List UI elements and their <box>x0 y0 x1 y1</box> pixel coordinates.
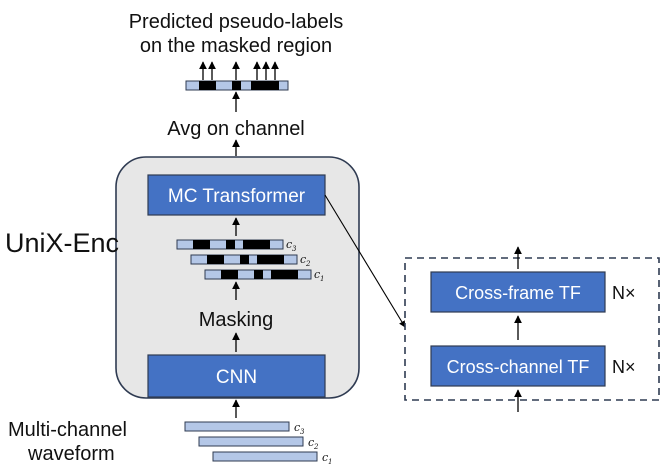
cross-frame-repeat: N× <box>612 283 636 303</box>
masked-strip-c3 <box>176 239 284 250</box>
cross-frame-block <box>430 271 606 313</box>
input-c2-index: 2 <box>313 443 319 451</box>
masked-strip-c2 <box>190 254 298 265</box>
masked-c1-symbol: c <box>314 268 320 281</box>
input-c1-index: 1 <box>328 458 332 466</box>
input-label-line-2: waveform <box>27 443 115 465</box>
masked-c3-index: 3 <box>292 245 297 253</box>
masked-c2-index: 2 <box>305 260 311 268</box>
input-strip-c1 <box>212 451 318 462</box>
cross-frame-label: Cross-frame TF <box>455 283 581 303</box>
input-c3-symbol: c <box>294 421 300 434</box>
masked-c1-index: 1 <box>320 275 324 283</box>
masked-c2-symbol: c <box>300 253 306 266</box>
cross-channel-repeat: N× <box>612 357 636 377</box>
mc-transformer-label: MC Transformer <box>168 186 306 207</box>
cnn-block <box>147 354 326 398</box>
masking-label: Masking <box>199 309 273 331</box>
input-strip-c3 <box>184 421 290 432</box>
input-c2-symbol: c <box>308 436 314 449</box>
cross-channel-block <box>430 345 606 387</box>
input-c1-symbol: c <box>322 451 328 464</box>
mc-transformer-block <box>147 174 326 216</box>
input-strip-c2 <box>198 436 304 447</box>
predicted-label-strip <box>185 80 289 91</box>
masked-strip-c1 <box>204 269 312 280</box>
connector-mc-to-detail <box>324 194 406 328</box>
cnn-label: CNN <box>216 367 257 388</box>
cross-channel-label: Cross-channel TF <box>447 357 590 377</box>
mc-transformer-detail-box <box>404 257 660 401</box>
masked-c3-symbol: c <box>286 238 292 251</box>
input-label-line-1: Multi-channel <box>8 419 127 441</box>
input-c3-index: 3 <box>300 428 305 436</box>
prediction-arrows <box>199 61 279 80</box>
avg-on-channel-label: Avg on channel <box>167 118 305 140</box>
title-line-2: on the masked region <box>140 35 332 57</box>
title-line-1: Predicted pseudo-labels <box>129 11 344 33</box>
encoder-name-label: UniX-Enc <box>5 228 119 258</box>
